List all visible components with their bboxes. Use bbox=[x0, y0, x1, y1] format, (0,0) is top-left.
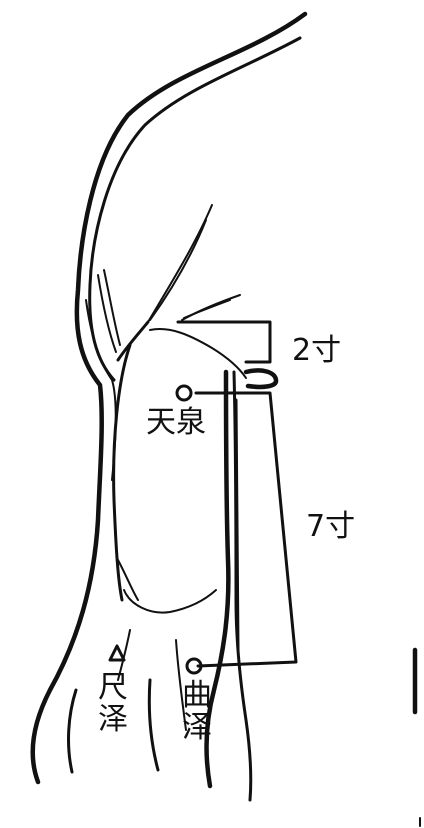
measure-label-lower: 7寸 bbox=[306, 509, 356, 544]
arm-outline bbox=[30, 11, 308, 785]
point-label-chize: 尺泽 bbox=[98, 670, 128, 737]
tianquan-point-marker bbox=[175, 384, 193, 402]
chize-point-marker bbox=[108, 644, 126, 662]
point-label-tianquan: 天泉 bbox=[146, 405, 206, 440]
point-label-quze: 曲泽 bbox=[182, 678, 212, 745]
quze-point-marker bbox=[185, 657, 203, 675]
biceps-muscle bbox=[112, 328, 247, 614]
scan-edge-marks bbox=[412, 647, 421, 827]
measure-bracket-lower bbox=[194, 391, 298, 668]
axilla-fold bbox=[97, 204, 241, 362]
measure-bracket-upper bbox=[176, 320, 279, 390]
measure-label-upper: 2寸 bbox=[292, 333, 342, 368]
